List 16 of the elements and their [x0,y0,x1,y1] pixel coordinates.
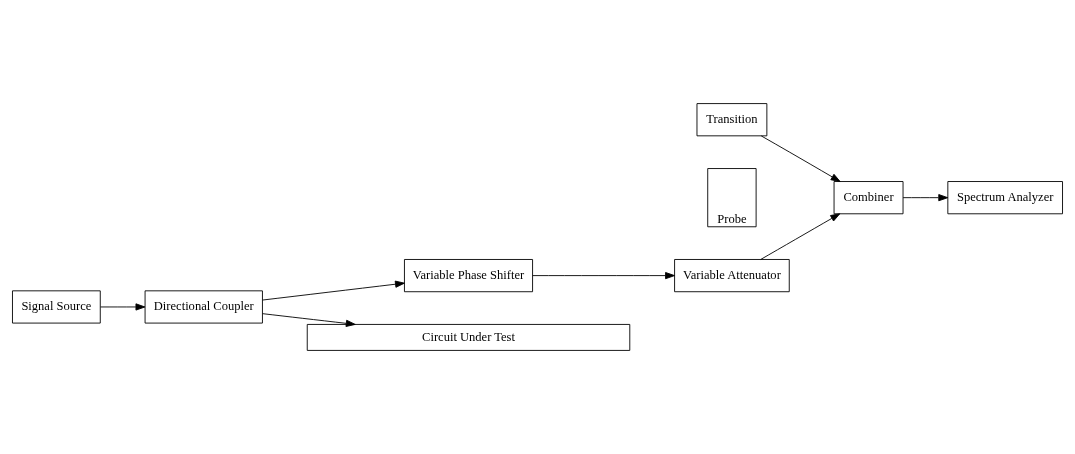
node-box: Spectrum Analyzer [947,181,1063,215]
node-box: Circuit Under Test [306,324,631,351]
node-box: Directional Coupler [144,290,263,324]
node-box: Combiner [833,181,904,215]
arrow [760,135,841,182]
arrow [262,280,405,301]
node-box: Variable Phase Shifter [404,259,534,293]
arrow [760,213,841,260]
node-box: Variable Attenuator [674,259,790,293]
node-box: Transition [696,103,768,137]
arrow [100,303,146,311]
arrow [262,313,356,327]
node-box: Probe [707,168,757,228]
arrow [532,272,675,280]
arrow [902,194,949,202]
node-box: Signal Source [12,290,101,324]
